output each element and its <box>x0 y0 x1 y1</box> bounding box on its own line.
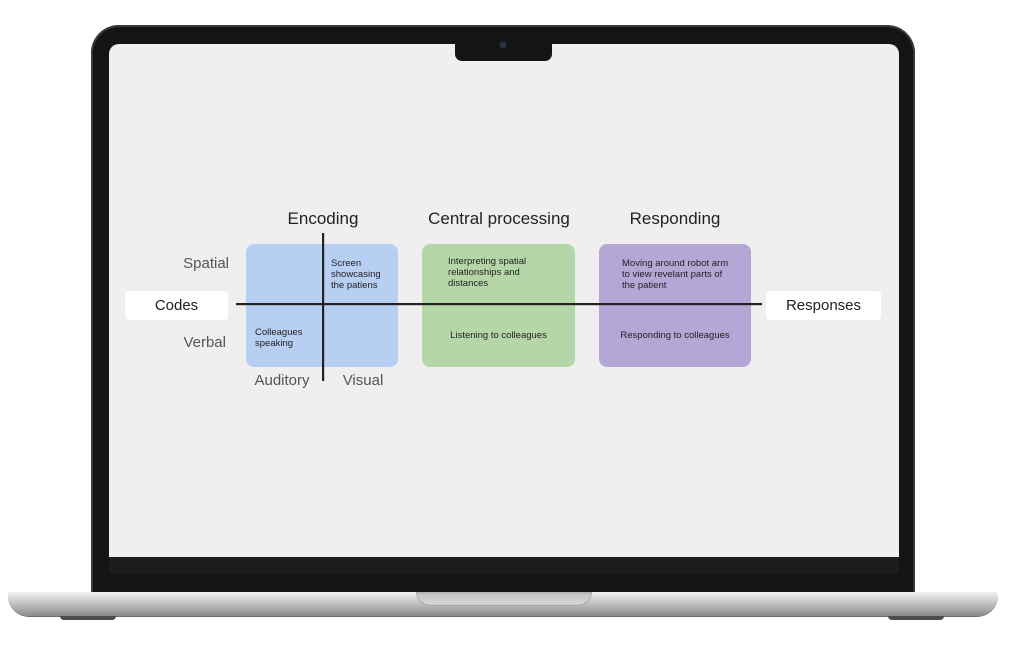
stage-heading-responding: Responding <box>629 209 721 228</box>
camera-notch <box>455 44 552 61</box>
vertical-axis-line <box>322 233 325 381</box>
laptop-foot-left <box>60 616 116 620</box>
cell-encoding-auditory-verbal: Colleagues speaking <box>255 327 303 349</box>
responding-box <box>599 244 751 367</box>
stage-heading-encoding: Encoding <box>287 209 359 228</box>
cell-central-verbal: Listening to colleagues <box>450 330 547 341</box>
cell-responding-spatial: Moving around robot arm to view revelant… <box>622 258 729 291</box>
laptop-foot-right <box>888 616 944 620</box>
column-label-auditory: Auditory <box>254 372 310 389</box>
cell-responding-verbal: Responding to colleagues <box>620 330 730 341</box>
horizontal-axis-line <box>236 303 762 306</box>
column-label-visual: Visual <box>342 372 384 389</box>
screen-bottom-bezel <box>109 557 899 574</box>
stage-heading-central-processing: Central processing <box>428 209 570 228</box>
cell-central-spatial: Interpreting spatial relationships and d… <box>448 256 527 289</box>
central-processing-box <box>422 244 575 367</box>
row-label-verbal: Verbal <box>183 334 226 351</box>
row-label-spatial: Spatial <box>183 255 229 272</box>
axis-end-responses: Responses <box>766 291 881 320</box>
cell-encoding-visual-spatial: Screen showcasing the patiens <box>331 258 381 291</box>
camera-icon <box>500 42 506 48</box>
laptop-base-opening <box>416 592 592 606</box>
axis-start-codes: Codes <box>125 291 228 320</box>
